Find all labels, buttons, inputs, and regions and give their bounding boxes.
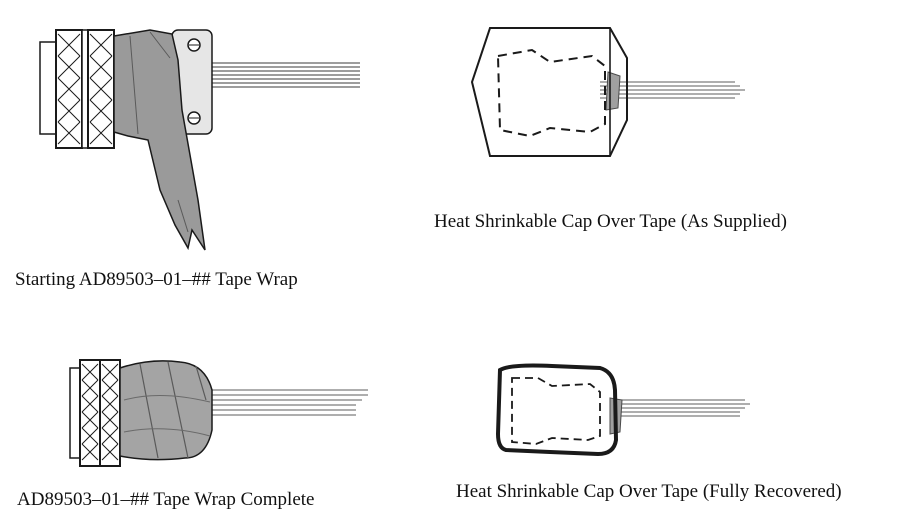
connector-body [40,30,114,148]
hidden-tape-outline [498,50,605,136]
cap-recovered-figure: Heat Shrinkable Cap Over Tape (Fully Rec… [440,340,900,518]
caption-cap-supplied: Heat Shrinkable Cap Over Tape (As Suppli… [434,212,787,231]
tape-wrap-complete-figure: AD89503–01–## Tape Wrap Complete [0,340,400,518]
hidden-tape-outline [512,378,600,444]
tape-end [606,72,620,110]
wrapped-tape [120,361,212,460]
starting-tape-wrap-illustration [0,0,400,265]
wire-bundle [600,82,745,98]
cap-as-supplied-illustration [440,0,880,240]
caption-wrap-complete: AD89503–01–## Tape Wrap Complete [17,490,314,509]
connector-body [70,360,120,466]
starting-tape-wrap-figure: Starting AD89503–01–## Tape Wrap [0,0,400,265]
wire-bundle [205,63,360,87]
heat-shrink-cap-outline [472,28,627,156]
caption-starting-wrap: Starting AD89503–01–## Tape Wrap [15,270,298,289]
caption-cap-recovered: Heat Shrinkable Cap Over Tape (Fully Rec… [456,482,842,501]
wire-bundle [615,400,750,416]
cap-as-supplied-figure: Heat Shrinkable Cap Over Tape (As Suppli… [440,0,880,240]
wire-bundle [200,390,368,415]
